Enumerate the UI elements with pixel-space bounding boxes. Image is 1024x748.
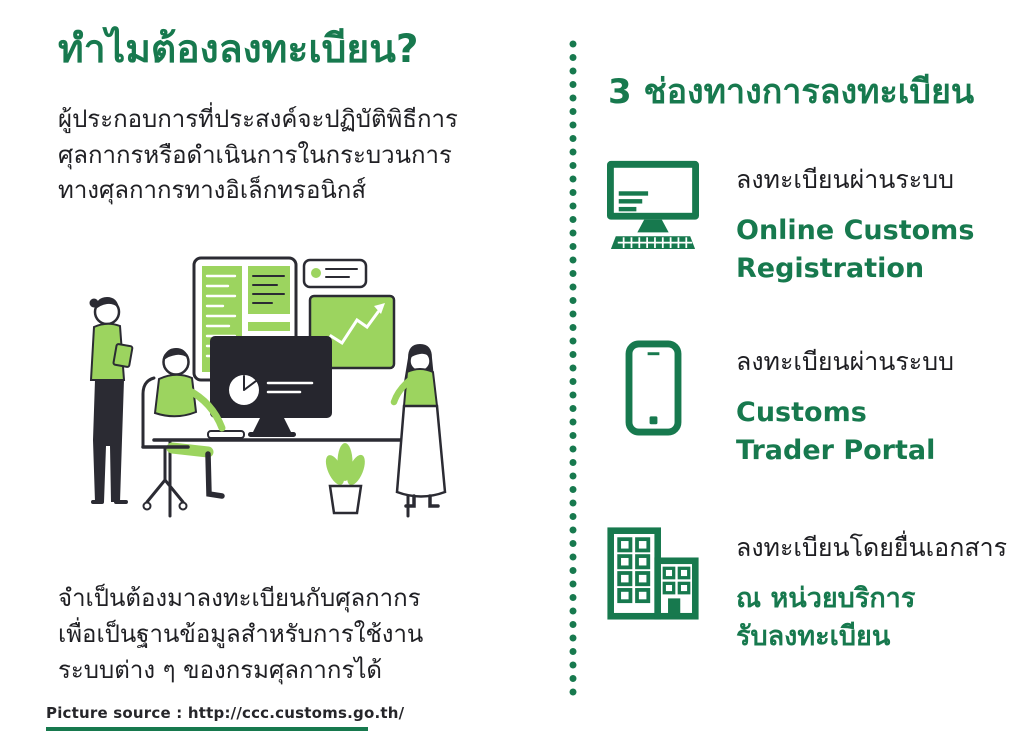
channel-trader-portal-label: ลงทะเบียนผ่านระบบ bbox=[736, 347, 954, 376]
channel-trader-portal-name-line-1: Customs bbox=[736, 397, 867, 428]
channel-online-name-line-2: Registration bbox=[736, 252, 925, 284]
desktop-computer-icon bbox=[604, 158, 702, 250]
outro-paragraph: จำเป็นต้องมาลงทะเบียนกับศุลกากร เพื่อเป็… bbox=[58, 580, 423, 688]
page-title: ทำไมต้องลงทะเบียน? bbox=[58, 27, 419, 72]
channel-service-counter-label: ลงทะเบียนโดยยื่นเอกสาร bbox=[736, 533, 1008, 562]
channel-text-online: ลงทะเบียนผ่านระบบ Online Customs Registr… bbox=[736, 158, 974, 288]
channel-online-label: ลงทะเบียนผ่านระบบ bbox=[736, 165, 954, 194]
office-illustration-svg bbox=[89, 256, 447, 518]
outro-line-2: เพื่อเป็นฐานข้อมูลสำหรับการใช้งาน bbox=[58, 620, 424, 648]
smartphone-icon bbox=[604, 340, 702, 436]
channel-text-service-counter: ลงทะเบียนโดยยื่นเอกสาร ณ หน่วยบริการ รับ… bbox=[736, 526, 1007, 656]
channel-item-online: ลงทะเบียนผ่านระบบ Online Customs Registr… bbox=[604, 158, 974, 288]
channel-service-counter-name-line-1: ณ หน่วยบริการ bbox=[736, 583, 916, 614]
intro-line-2: ศุลกากรหรือดำเนินการในกระบวนการ bbox=[58, 140, 452, 169]
channel-service-counter-name-line-2: รับลงทะเบียน bbox=[736, 620, 891, 652]
outro-line-1: จำเป็นต้องมาลงทะเบียนกับศุลกากร bbox=[58, 584, 421, 612]
intro-line-3: ทางศุลกากรทางอิเล็กทรอนิกส์ bbox=[58, 176, 366, 205]
channel-item-trader-portal: ลงทะเบียนผ่านระบบ Customs Trader Portal bbox=[604, 340, 954, 470]
building-icon bbox=[604, 526, 702, 620]
channel-trader-portal-name-line-2: Trader Portal bbox=[736, 434, 936, 466]
channels-heading: 3 ช่องทางการลงทะเบียน bbox=[608, 72, 975, 112]
channel-item-service-counter: ลงทะเบียนโดยยื่นเอกสาร ณ หน่วยบริการ รับ… bbox=[604, 526, 1007, 656]
channel-text-trader-portal: ลงทะเบียนผ่านระบบ Customs Trader Portal bbox=[736, 340, 954, 470]
dotted-divider bbox=[569, 40, 577, 702]
intro-paragraph: ผู้ประกอบการที่ประสงค์จะปฏิบัติพิธีการ ศ… bbox=[58, 102, 458, 209]
picture-source-text: Picture source : http://ccc.customs.go.t… bbox=[46, 704, 405, 722]
outro-line-3: ระบบต่าง ๆ ของกรมศุลกากรได้ bbox=[58, 656, 382, 684]
source-underline bbox=[46, 727, 368, 731]
office-illustration bbox=[58, 250, 478, 560]
intro-line-1: ผู้ประกอบการที่ประสงค์จะปฏิบัติพิธีการ bbox=[58, 105, 458, 133]
channel-online-name-line-1: Online Customs bbox=[736, 215, 975, 246]
